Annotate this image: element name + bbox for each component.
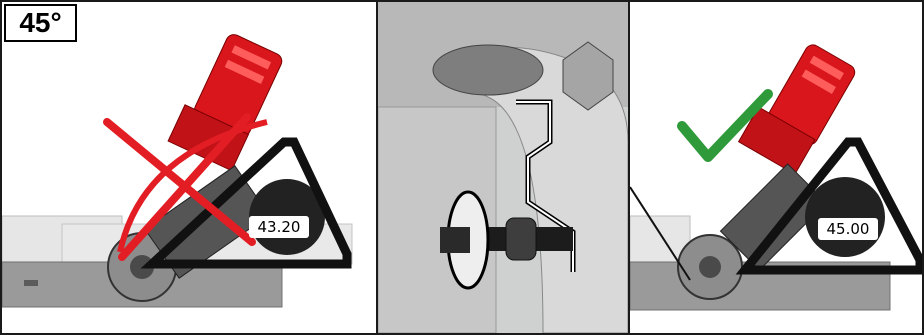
knob-handle [433,45,543,95]
slot-mark [24,280,38,286]
panel-incorrect-angle: 45° 43.20 [0,0,378,335]
bolt-collar [506,218,536,260]
panel-correct-angle: 45.00 [628,0,924,335]
red-tool-body [168,28,284,171]
tool-illustration-left [2,2,376,333]
blade-hub [699,256,721,278]
adjust-detail-illustration [378,2,628,333]
bolt-head [440,227,470,253]
tool-illustration-right [630,2,922,333]
panel-adjust-bolt [378,0,628,335]
angle-gauge-icon [805,177,885,257]
angle-label: 45° [4,4,77,42]
angle-readout: 43.20 [249,216,309,238]
angle-readout: 45.00 [818,218,878,240]
